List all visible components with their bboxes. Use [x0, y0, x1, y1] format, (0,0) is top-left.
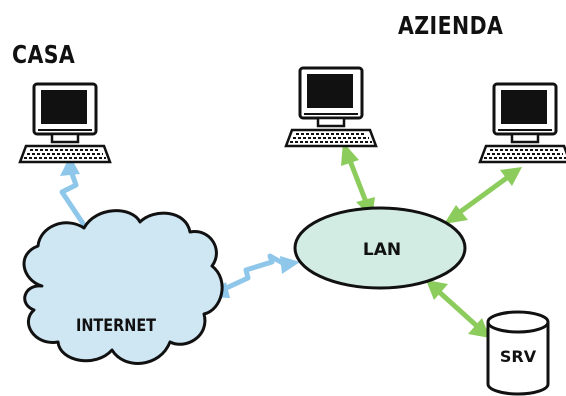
link-lan-srv [426, 280, 490, 338]
casa-computer-icon [18, 82, 112, 164]
internet-label: INTERNET [76, 315, 156, 335]
azienda-heading: AZIENDA [398, 11, 504, 40]
link-pc2-lan [444, 167, 522, 224]
azienda-computer-2-icon [478, 82, 566, 164]
srv-label: SRV [500, 347, 537, 366]
casa-heading: CASA [12, 40, 76, 69]
internet-cloud: INTERNET [22, 209, 224, 365]
lan-label: LAN [363, 240, 401, 260]
link-pc1-lan [341, 142, 375, 218]
lan-node: LAN [293, 206, 467, 290]
server-database-icon: SRV [486, 310, 550, 396]
azienda-computer-1-icon [284, 66, 378, 148]
